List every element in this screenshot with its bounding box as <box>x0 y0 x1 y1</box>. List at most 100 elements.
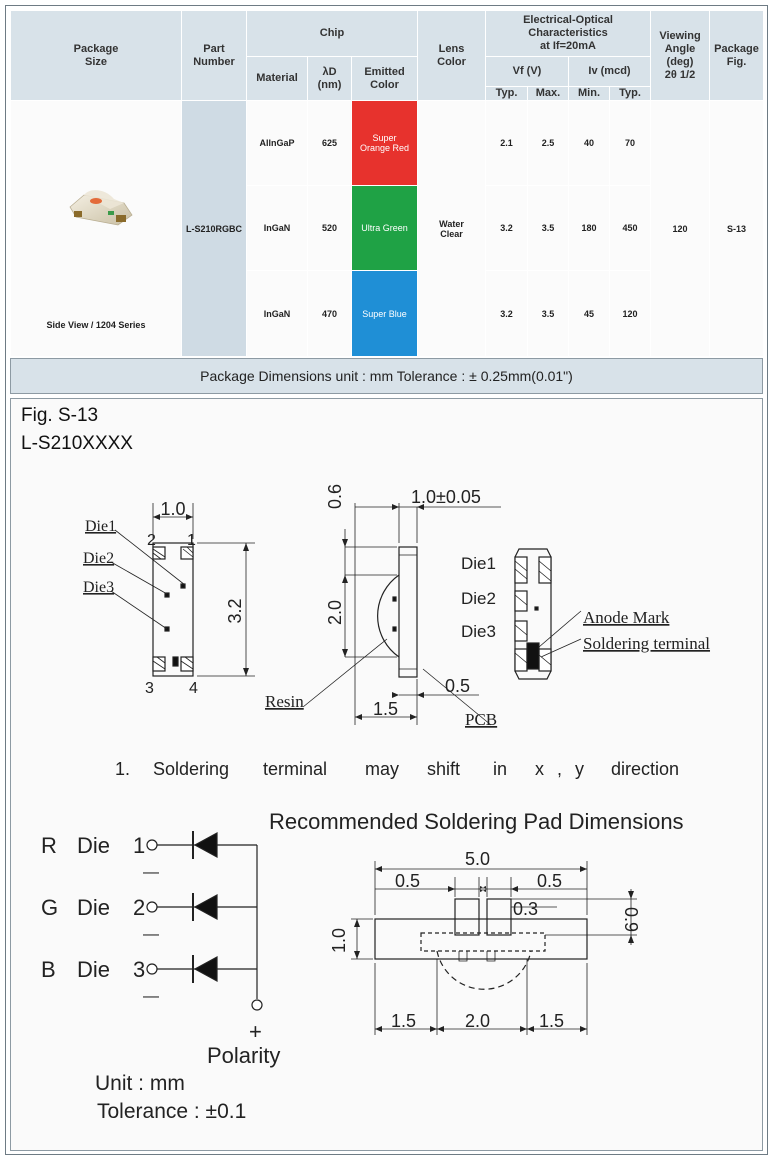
svg-text:direction: direction <box>611 759 679 779</box>
led-package-image <box>69 190 133 226</box>
terminal-note: 1. Soldering terminal may shift in x , y… <box>115 759 679 779</box>
front-die3-label: Die3 <box>83 579 114 596</box>
svg-text:B: B <box>41 957 56 982</box>
svg-text:+: + <box>249 1019 262 1044</box>
polarity-circuit <box>146 831 263 1011</box>
back-view <box>514 548 582 680</box>
header-vf-max: Max. <box>527 86 569 101</box>
back-die2-label: Die2 <box>461 589 496 608</box>
unit-label: Unit : mm <box>95 1072 185 1095</box>
iv-min: 45 <box>568 270 610 357</box>
svg-text:Polarity: Polarity <box>207 1043 280 1068</box>
pin-3: 3 <box>145 680 154 697</box>
svg-text:2: 2 <box>133 895 145 920</box>
vf-max: 3.5 <box>527 185 569 271</box>
svg-text:1.5: 1.5 <box>391 1011 416 1031</box>
material: InGaN <box>246 185 308 271</box>
front-width-label: 1.0 <box>160 499 185 519</box>
iv-typ: 70 <box>609 100 651 186</box>
svg-text:shift: shift <box>427 759 460 779</box>
package-dimensions-band: Package Dimensions unit : mm Tolerance :… <box>10 358 763 394</box>
front-height-label: 3.2 <box>225 598 245 623</box>
vf-max: 3.5 <box>527 270 569 357</box>
back-die1-label: Die1 <box>461 554 496 573</box>
iv-typ: 120 <box>609 270 651 357</box>
header-vf: Vf (V) <box>485 56 569 87</box>
pin-1: 1 <box>187 532 196 549</box>
header-iv: Iv (mcd) <box>568 56 651 87</box>
wavelength: 625 <box>307 100 352 186</box>
svg-text:1.: 1. <box>115 759 130 779</box>
svg-text:—: — <box>143 926 159 943</box>
front-view <box>110 503 255 677</box>
tolerance-label: Tolerance : ±0.1 <box>97 1100 246 1123</box>
figure-panel: Fig. S-13 L-S210XXXX <box>10 398 763 1151</box>
pad-title: Recommended Soldering Pad Dimensions <box>269 809 684 834</box>
vf-max: 2.5 <box>527 100 569 186</box>
svg-text:0.9: 0.9 <box>621 907 641 932</box>
header-material: Material <box>246 56 308 101</box>
material: InGaN <box>246 270 308 357</box>
part-number: L-S210RGBC <box>181 100 247 357</box>
soldering-pad-diagram <box>351 861 637 1035</box>
svg-text:y: y <box>575 759 584 779</box>
dimension-drawing: 1.0 3.2 2 1 3 4 Die1 Die2 Die3 1.0±0.05 … <box>41 484 710 1123</box>
svg-text:G: G <box>41 895 58 920</box>
pcb-label: PCB <box>465 710 497 729</box>
emitted-color-swatch: Ultra Green <box>351 185 418 271</box>
side-dim-06: 0.6 <box>325 484 345 509</box>
iv-min: 180 <box>568 185 610 271</box>
part-series: L-S210XXXX <box>21 433 133 454</box>
svg-text:Soldering: Soldering <box>153 759 229 779</box>
front-die2-label: Die2 <box>83 550 114 567</box>
pin-2: 2 <box>147 532 156 549</box>
side-dim-05: 0.5 <box>445 676 470 696</box>
svg-text:,: , <box>557 759 562 779</box>
svg-text:1.0: 1.0 <box>329 928 349 953</box>
svg-text:R: R <box>41 833 57 858</box>
svg-text:2.0: 2.0 <box>465 1011 490 1031</box>
emitted-color-swatch: Super Blue <box>351 270 418 357</box>
side-dim-20: 2.0 <box>325 600 345 625</box>
circuit-labels: R Die 1 G Die 2 B Die 3 — — — + Polarity <box>41 833 280 1068</box>
vf-typ: 3.2 <box>485 185 528 271</box>
svg-text:may: may <box>365 759 399 779</box>
svg-text:0.3: 0.3 <box>513 899 538 919</box>
resin-label: Resin <box>265 692 304 711</box>
header-iv-typ: Typ. <box>609 86 651 101</box>
front-die1-label: Die1 <box>85 518 116 535</box>
svg-text:0.5: 0.5 <box>537 871 562 891</box>
datasheet-frame <box>5 5 768 1155</box>
svg-text:in: in <box>493 759 507 779</box>
side-dim-15: 1.5 <box>373 699 398 719</box>
figure-id: Fig. S-13 <box>21 405 99 426</box>
svg-text:3: 3 <box>133 957 145 982</box>
svg-text:5.0: 5.0 <box>465 849 490 869</box>
svg-text:—: — <box>143 864 159 881</box>
side-view <box>302 503 501 726</box>
viewing-angle: 120 <box>650 100 710 357</box>
svg-text:x: x <box>535 759 544 779</box>
iv-typ: 450 <box>609 185 651 271</box>
header-wavelength: λD(nm) <box>307 56 352 101</box>
header-vf-typ: Typ. <box>485 86 528 101</box>
material: AllnGaP <box>246 100 308 186</box>
iv-min: 40 <box>568 100 610 186</box>
back-die3-label: Die3 <box>461 622 496 641</box>
anode-mark-label: Anode Mark <box>583 608 670 627</box>
side-top-dim: 1.0±0.05 <box>411 487 481 507</box>
wavelength: 470 <box>307 270 352 357</box>
package-fig: S-13 <box>709 100 764 357</box>
table-row: InGaN 520 Ultra Green 3.2 3.5 180 450 <box>11 185 764 271</box>
package-caption: Side View / 1204 Series <box>46 320 146 330</box>
pin-4: 4 <box>189 680 198 697</box>
